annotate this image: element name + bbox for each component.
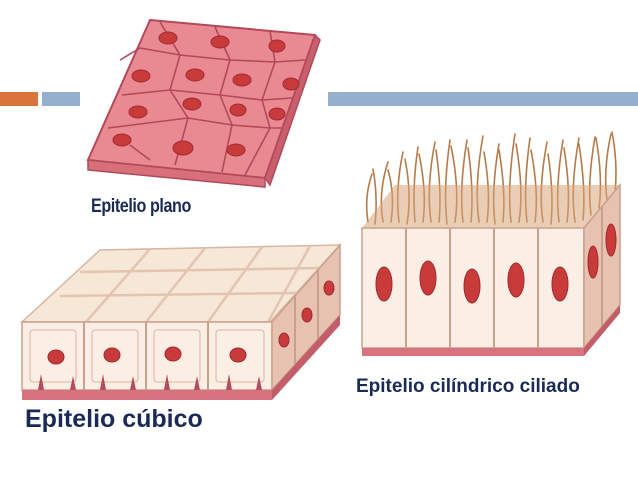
accent-bar-blue-long (328, 92, 638, 106)
accent-bar-blue-short (42, 92, 80, 106)
cuboidal-epithelium (20, 243, 342, 400)
label-squamous: Epitelio plano (91, 196, 191, 217)
ciliated-columnar-epithelium (361, 131, 621, 356)
squamous-epithelium (86, 18, 321, 188)
accent-bar-orange (0, 92, 38, 106)
label-ciliated-columnar: Epitelio cilíndrico ciliado (356, 376, 580, 397)
label-cuboidal: Epitelio cúbico (25, 405, 203, 433)
